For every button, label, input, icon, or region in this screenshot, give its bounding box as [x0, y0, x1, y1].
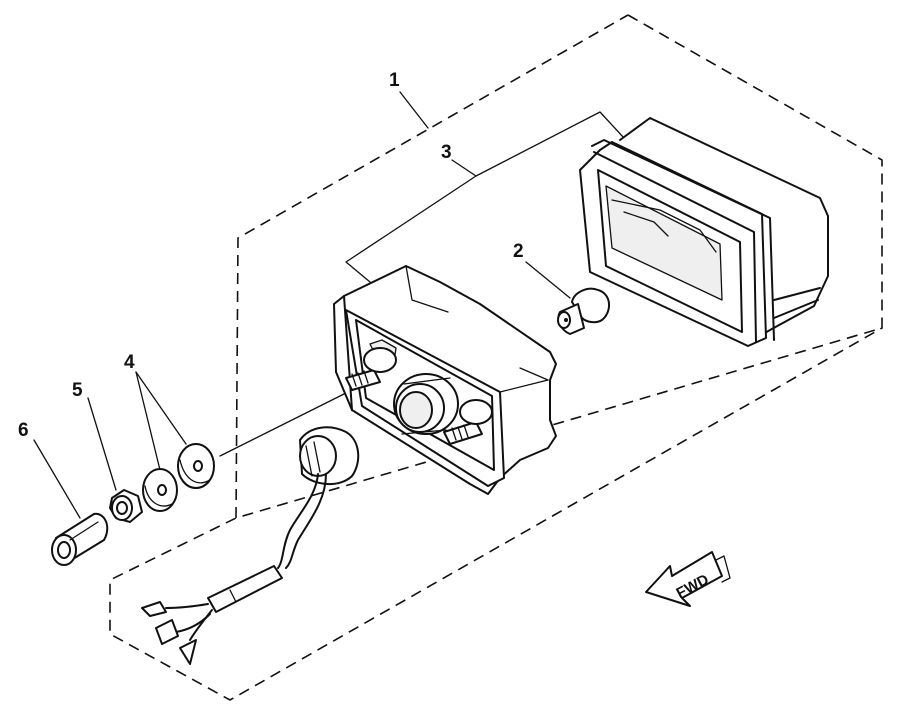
wire-harness	[141, 426, 360, 665]
callout-5: 5	[72, 380, 83, 401]
leader-lines	[33, 91, 625, 519]
callout-6: 6	[18, 420, 29, 441]
part-6-spacer	[51, 512, 109, 566]
callout-4: 4	[124, 352, 135, 373]
part-5-nut	[109, 489, 143, 523]
part-3-lens-cover	[579, 117, 829, 347]
part-2-bulb	[557, 287, 610, 335]
callout-3: 3	[441, 142, 452, 163]
forward-direction-arrow: FWD	[645, 551, 731, 607]
tail-light-housing	[333, 265, 557, 495]
callout-2: 2	[513, 241, 524, 262]
callout-1: 1	[389, 70, 400, 91]
assembly-1-outline	[109, 14, 883, 701]
part-4-washers	[142, 443, 215, 512]
